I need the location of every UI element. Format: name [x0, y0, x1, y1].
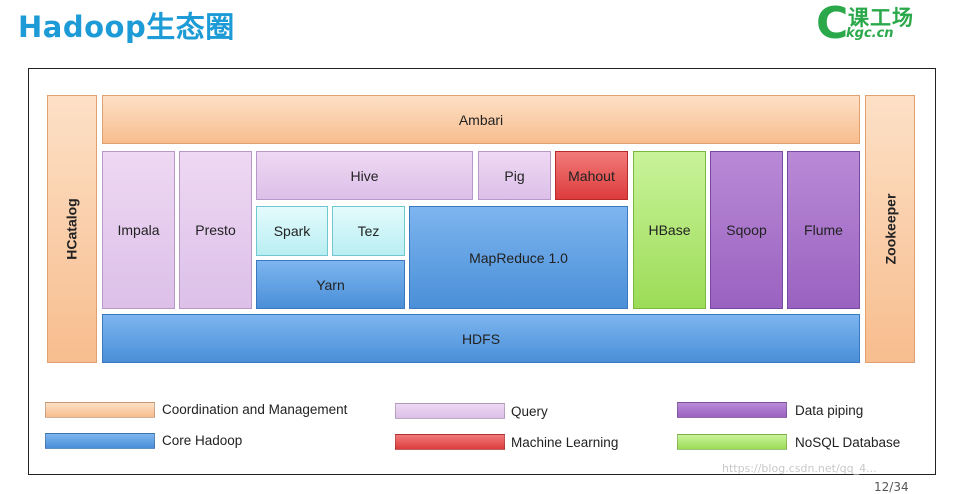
legend-swatch-ml — [395, 434, 505, 450]
block-presto: Presto — [179, 151, 252, 309]
watermark: https://blog.csdn.net/qq_4... — [722, 462, 877, 475]
block-spark: Spark — [256, 206, 328, 256]
legend-label-ml: Machine Learning — [511, 435, 619, 450]
block-ambari-label: Ambari — [458, 111, 504, 128]
legend-swatch-core — [45, 433, 155, 449]
ecosystem-diagram: HCatalog Ambari Zookeeper Impala Presto … — [28, 68, 936, 475]
legend-label-core: Core Hadoop — [162, 433, 243, 448]
block-zookeeper: Zookeeper — [865, 95, 915, 363]
block-tez: Tez — [332, 206, 405, 256]
block-mapreduce: MapReduce 1.0 — [409, 206, 628, 309]
logo-letter: C — [816, 0, 849, 49]
block-mahout-label: Mahout — [568, 167, 615, 184]
block-hbase-label: HBase — [648, 222, 691, 238]
legend-label-piping: Data piping — [795, 403, 864, 418]
block-hcatalog-label: HCatalog — [64, 198, 81, 260]
legend-label-query: Query — [511, 404, 548, 419]
block-hdfs: HDFS — [102, 314, 860, 363]
block-hbase: HBase — [633, 151, 706, 309]
block-mahout: Mahout — [555, 151, 628, 200]
block-pig-label: Pig — [504, 167, 525, 184]
block-impala: Impala — [102, 151, 175, 309]
block-zookeeper-label: Zookeeper — [882, 193, 898, 265]
block-yarn: Yarn — [256, 260, 405, 309]
block-hdfs-label: HDFS — [461, 330, 501, 347]
block-mapreduce-label: MapReduce 1.0 — [469, 249, 568, 266]
block-tez-label: Tez — [357, 223, 380, 239]
kgc-logo: C 课工场 kgc.cn — [816, 0, 946, 49]
block-hcatalog: HCatalog — [47, 95, 97, 363]
legend-swatch-coordination — [45, 402, 155, 418]
block-flume-label: Flume — [804, 222, 843, 238]
block-sqoop-label: Sqoop — [726, 222, 767, 238]
block-flume: Flume — [787, 151, 860, 309]
block-spark-label: Spark — [273, 223, 311, 239]
legend-swatch-piping — [677, 402, 787, 418]
block-sqoop: Sqoop — [710, 151, 783, 309]
block-presto-label: Presto — [195, 222, 236, 238]
block-hive-label: Hive — [350, 167, 379, 184]
page-number: 12/34 — [874, 480, 909, 494]
legend-swatch-query — [395, 403, 505, 419]
logo-name: 课工场 — [848, 6, 914, 30]
block-impala-label: Impala — [117, 222, 160, 238]
block-pig: Pig — [478, 151, 551, 200]
legend-swatch-nosql — [677, 434, 787, 450]
legend-label-coordination: Coordination and Management — [162, 402, 348, 417]
block-yarn-label: Yarn — [316, 276, 345, 293]
block-ambari: Ambari — [102, 95, 860, 144]
block-hive: Hive — [256, 151, 473, 200]
slide-title: Hadoop生态圈 — [18, 10, 235, 44]
logo-domain: kgc.cn — [846, 26, 894, 41]
legend-label-nosql: NoSQL Database — [795, 435, 901, 450]
